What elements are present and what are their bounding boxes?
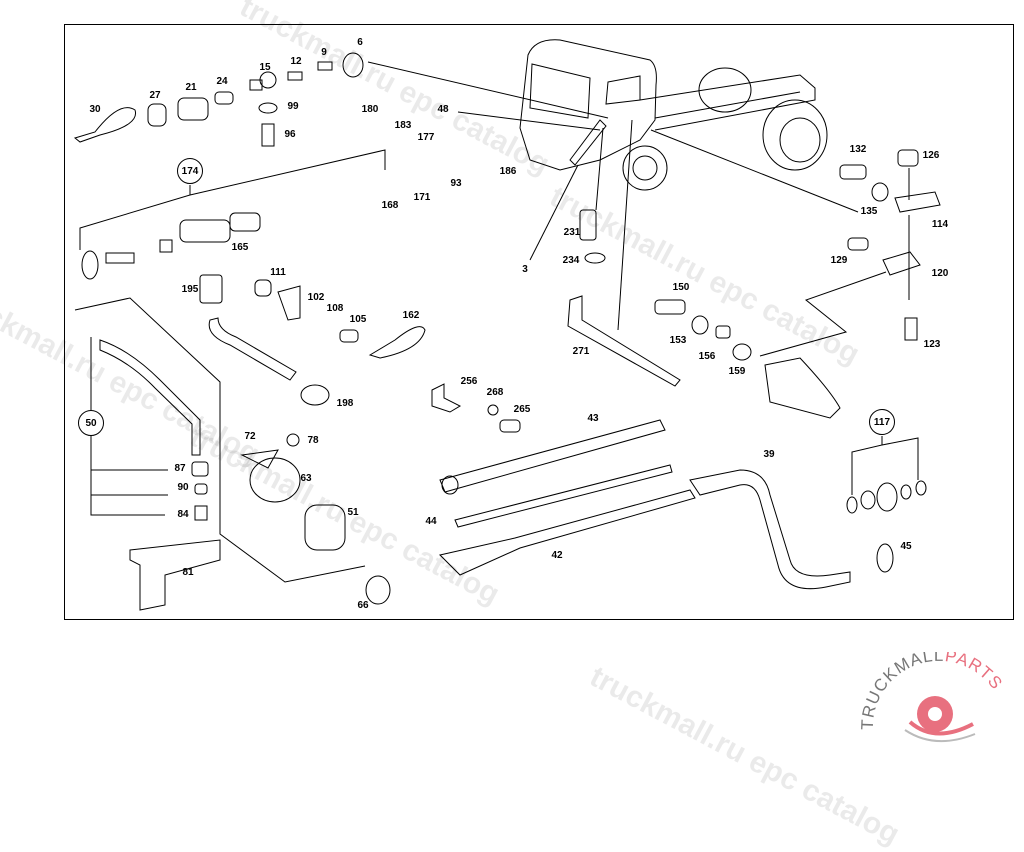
part-label-132[interactable]: 132 bbox=[849, 144, 867, 155]
part-label-168[interactable]: 168 bbox=[381, 200, 399, 211]
part-label-108[interactable]: 108 bbox=[326, 303, 344, 314]
part-label-78[interactable]: 78 bbox=[307, 435, 319, 446]
part-label-27[interactable]: 27 bbox=[149, 90, 161, 101]
part-label-111[interactable]: 111 bbox=[270, 267, 286, 278]
part-label-6[interactable]: 6 bbox=[357, 37, 363, 48]
part-label-63[interactable]: 63 bbox=[300, 473, 312, 484]
gear-icon bbox=[904, 696, 976, 743]
part-label-195[interactable]: 195 bbox=[181, 284, 199, 295]
part-label-24[interactable]: 24 bbox=[216, 76, 228, 87]
group-callout-50[interactable]: 50 bbox=[78, 410, 104, 436]
part-label-102[interactable]: 102 bbox=[307, 292, 325, 303]
part-label-150[interactable]: 150 bbox=[672, 282, 690, 293]
part-label-183[interactable]: 183 bbox=[394, 120, 412, 131]
part-label-165[interactable]: 165 bbox=[231, 242, 249, 253]
part-label-231[interactable]: 231 bbox=[563, 227, 581, 238]
part-label-44[interactable]: 44 bbox=[425, 516, 437, 527]
part-label-120[interactable]: 120 bbox=[931, 268, 949, 279]
part-label-66[interactable]: 66 bbox=[357, 600, 369, 611]
part-label-45[interactable]: 45 bbox=[900, 541, 912, 552]
part-label-129[interactable]: 129 bbox=[830, 255, 848, 266]
part-label-105[interactable]: 105 bbox=[349, 314, 367, 325]
part-label-256[interactable]: 256 bbox=[460, 376, 478, 387]
part-label-96[interactable]: 96 bbox=[284, 129, 296, 140]
truck-cab-illustration bbox=[519, 39, 828, 191]
part-label-3[interactable]: 3 bbox=[522, 264, 528, 275]
part-label-153[interactable]: 153 bbox=[669, 335, 687, 346]
part-label-72[interactable]: 72 bbox=[244, 431, 256, 442]
part-label-268[interactable]: 268 bbox=[486, 387, 504, 398]
diagram-frame bbox=[64, 24, 1014, 620]
part-label-123[interactable]: 123 bbox=[923, 339, 941, 350]
part-label-271[interactable]: 271 bbox=[572, 346, 590, 357]
part-label-234[interactable]: 234 bbox=[562, 255, 580, 266]
group-callout-174[interactable]: 174 bbox=[177, 158, 203, 184]
part-label-12[interactable]: 12 bbox=[290, 56, 302, 67]
part-label-135[interactable]: 135 bbox=[860, 206, 878, 217]
part-label-265[interactable]: 265 bbox=[513, 404, 531, 415]
parts-shapes bbox=[73, 52, 941, 611]
leader-lines bbox=[74, 61, 919, 583]
part-label-21[interactable]: 21 bbox=[185, 82, 197, 93]
part-label-159[interactable]: 159 bbox=[728, 366, 746, 377]
truckmallparts-logo: TRUCKMALLPARTS bbox=[858, 652, 1005, 743]
part-label-186[interactable]: 186 bbox=[499, 166, 517, 177]
part-label-30[interactable]: 30 bbox=[89, 104, 101, 115]
part-label-93[interactable]: 93 bbox=[450, 178, 462, 189]
part-label-81[interactable]: 81 bbox=[182, 567, 194, 578]
part-label-51[interactable]: 51 bbox=[347, 507, 359, 518]
part-label-84[interactable]: 84 bbox=[177, 509, 189, 520]
parts-illustration bbox=[73, 39, 941, 611]
part-label-198[interactable]: 198 bbox=[336, 398, 354, 409]
part-label-177[interactable]: 177 bbox=[417, 132, 435, 143]
part-label-15[interactable]: 15 bbox=[259, 62, 271, 73]
part-label-126[interactable]: 126 bbox=[922, 150, 940, 161]
part-label-39[interactable]: 39 bbox=[763, 449, 775, 460]
part-label-9[interactable]: 9 bbox=[321, 47, 327, 58]
part-label-43[interactable]: 43 bbox=[587, 413, 599, 424]
group-callout-117[interactable]: 117 bbox=[869, 409, 895, 435]
part-label-162[interactable]: 162 bbox=[402, 310, 420, 321]
part-label-114[interactable]: 114 bbox=[931, 219, 949, 230]
part-label-42[interactable]: 42 bbox=[551, 550, 563, 561]
part-label-99[interactable]: 99 bbox=[287, 101, 299, 112]
part-label-87[interactable]: 87 bbox=[174, 463, 186, 474]
part-label-90[interactable]: 90 bbox=[177, 482, 189, 493]
part-label-180[interactable]: 180 bbox=[361, 104, 379, 115]
part-label-48[interactable]: 48 bbox=[437, 104, 449, 115]
part-label-171[interactable]: 171 bbox=[413, 192, 431, 203]
part-label-156[interactable]: 156 bbox=[698, 351, 716, 362]
